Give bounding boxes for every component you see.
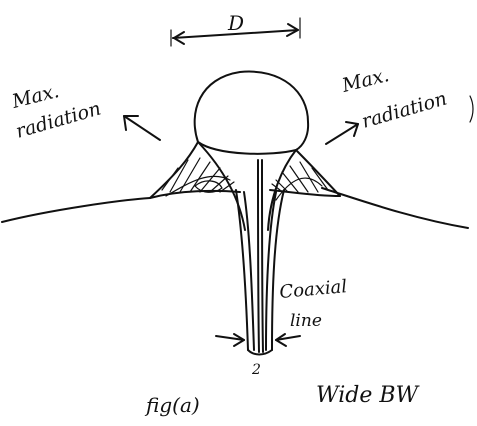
max-radiation-arrow-left [124, 116, 160, 140]
dimension-label: D [227, 11, 244, 35]
caption-label: Wide BW [316, 383, 421, 408]
figure-label: fig(a) [144, 393, 200, 417]
coaxial-label-line2: line [290, 311, 322, 331]
left-flare [150, 142, 245, 230]
max-radiation-arrow-right [326, 122, 358, 144]
top-bulb [195, 72, 308, 154]
coaxial-feed [236, 160, 284, 355]
max-radiation-right-line2: radiation [359, 88, 449, 133]
ground-curve-right [322, 188, 468, 228]
coaxial-label-line1: Coaxial [279, 276, 349, 303]
feed-point-label: 2 [251, 362, 261, 378]
edge-mark [470, 96, 473, 122]
max-radiation-left-line1: Max. [9, 80, 61, 113]
max-radiation-right-line1: Max. [339, 64, 391, 97]
ground-curve-left [2, 198, 150, 222]
